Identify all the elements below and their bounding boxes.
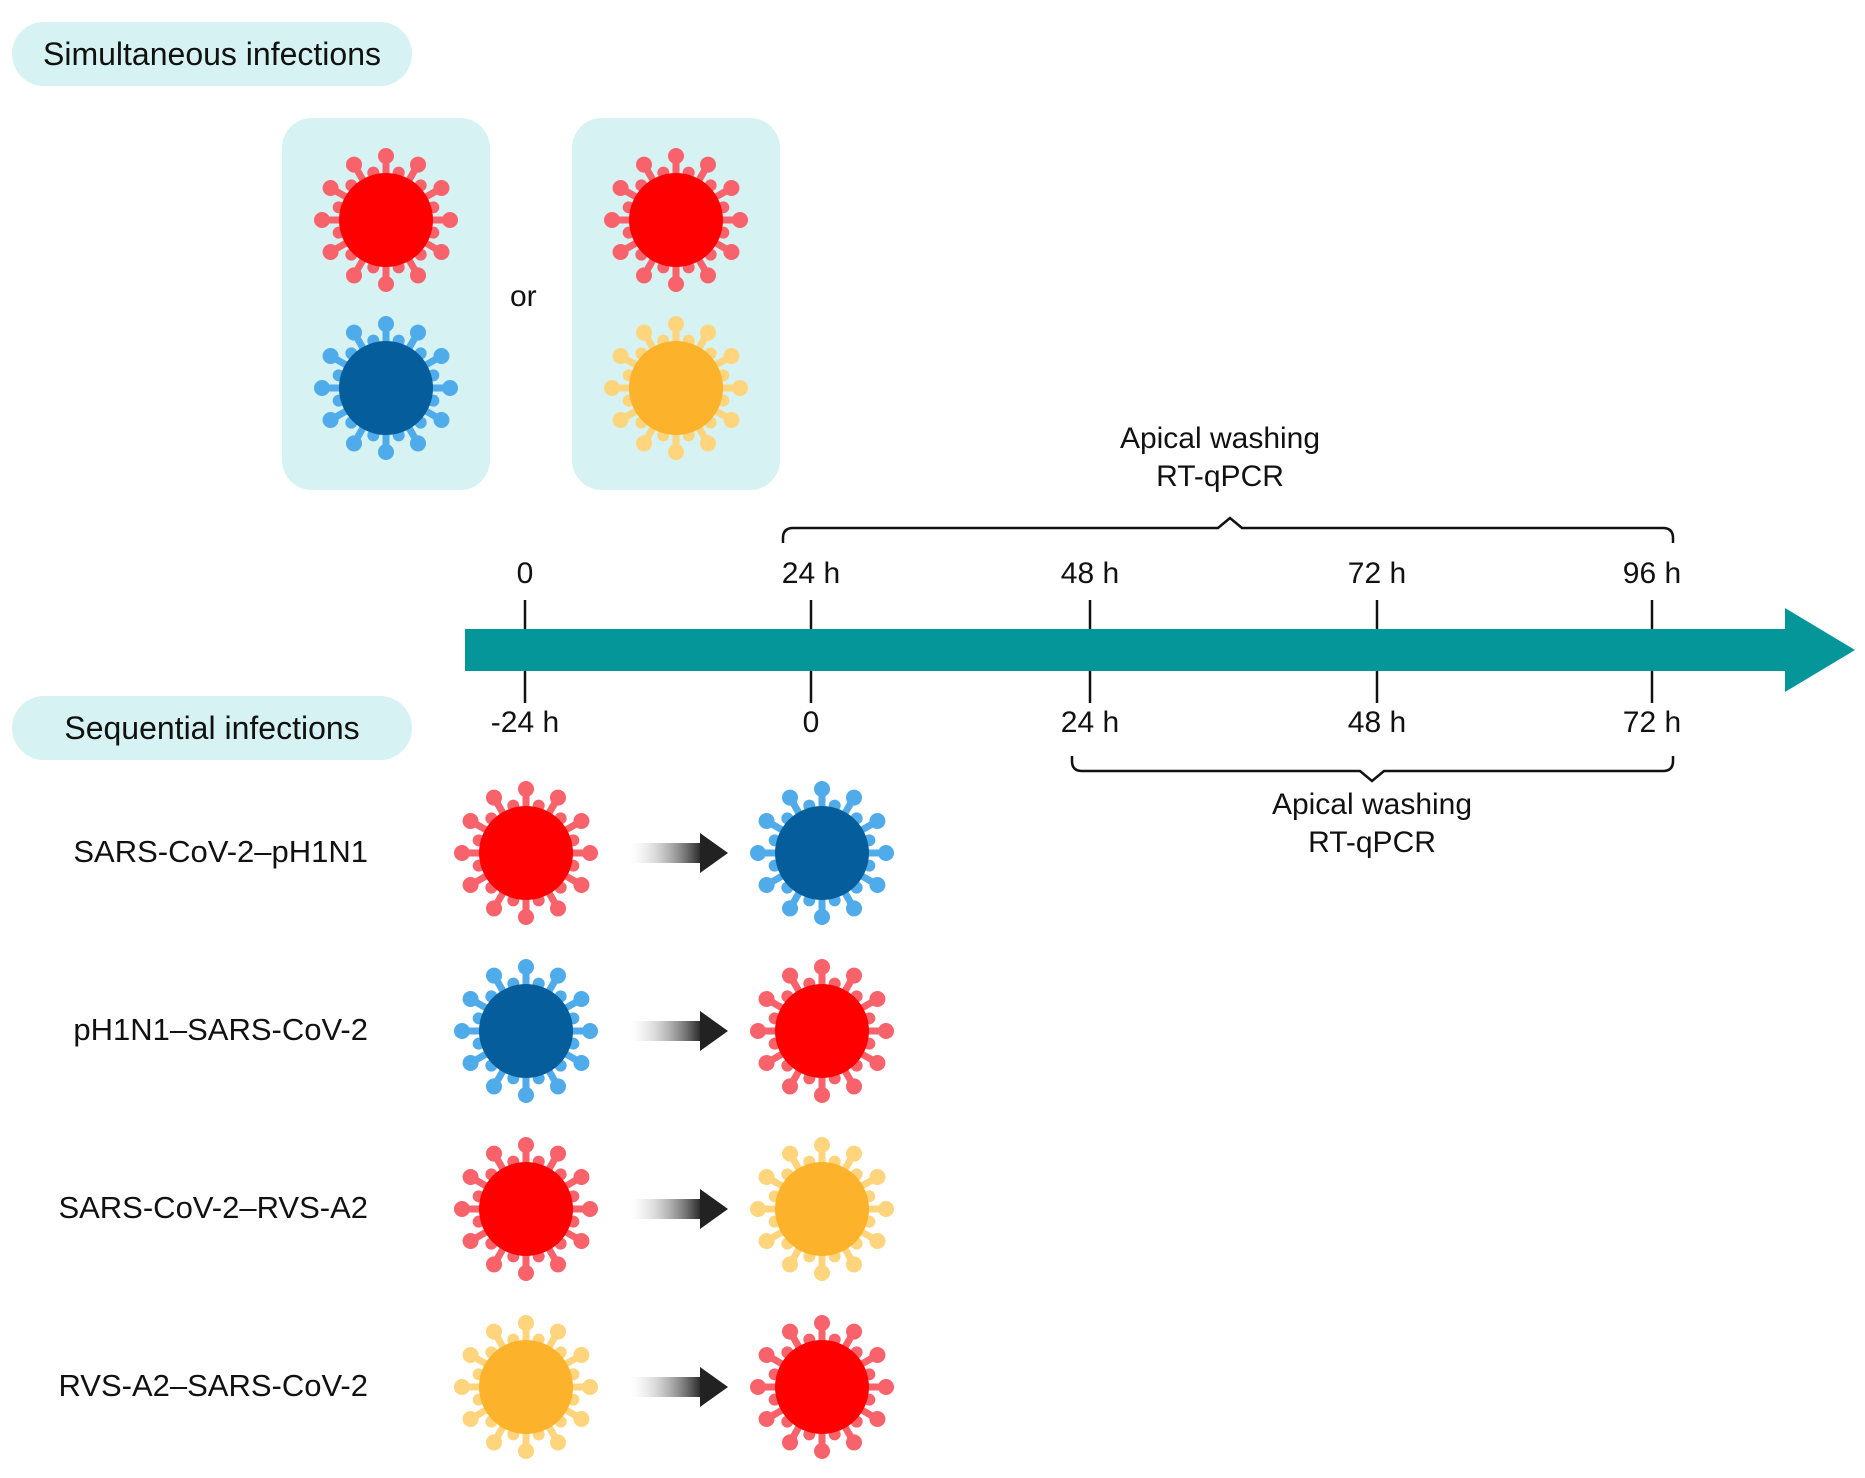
sequential-infections-title: Sequential infections bbox=[12, 696, 412, 760]
rvs-a2-virus-icon bbox=[454, 1315, 598, 1459]
rvs-a2-virus-icon bbox=[604, 316, 748, 460]
sequential-row-label: RVS-A2–SARS-CoV-2 bbox=[58, 1368, 368, 1403]
sequential-row-label: SARS-CoV-2–RVS-A2 bbox=[58, 1190, 368, 1225]
tick-label-top: 0 bbox=[516, 557, 534, 590]
ph1n1-virus-icon bbox=[750, 781, 894, 925]
rvs-a2-virus-icon bbox=[750, 1137, 894, 1281]
bottom-brace bbox=[1070, 756, 1675, 783]
tick-label-bottom: 72 h bbox=[1622, 706, 1682, 739]
tick-label-bottom: 48 h bbox=[1347, 706, 1407, 739]
timeline-ticks bbox=[523, 600, 1654, 703]
simultaneous-infections-title: Simultaneous infections bbox=[12, 22, 412, 86]
tick-label-bottom: -24 h bbox=[490, 706, 560, 739]
sars-cov-2-virus-icon bbox=[750, 959, 894, 1103]
sars-cov-2-virus-icon bbox=[454, 781, 598, 925]
top-brace-label-line-1: Apical washing bbox=[1119, 422, 1321, 455]
sars-cov-2-virus-icon bbox=[314, 148, 458, 292]
sars-cov-2-virus-icon bbox=[604, 148, 748, 292]
bottom-brace-label-line-1: Apical washing bbox=[1271, 788, 1473, 821]
tick-label-top: 48 h bbox=[1060, 557, 1120, 590]
arrow-right-icon bbox=[630, 833, 728, 873]
tick-label-top: 72 h bbox=[1347, 557, 1407, 590]
tick-label-top: 96 h bbox=[1622, 557, 1682, 590]
sequential-row-label: SARS-CoV-2–pH1N1 bbox=[73, 834, 368, 869]
arrow-right-icon bbox=[630, 1189, 728, 1229]
tick-label-bottom: 24 h bbox=[1060, 706, 1120, 739]
arrow-right-icon bbox=[630, 1367, 728, 1407]
or-label: or bbox=[510, 280, 537, 313]
tick-label-bottom: 0 bbox=[802, 706, 820, 739]
sequential-row-label: pH1N1–SARS-CoV-2 bbox=[73, 1012, 368, 1047]
top-brace-label-line-2: RT-qPCR bbox=[1156, 460, 1284, 493]
sars-cov-2-virus-icon bbox=[454, 1137, 598, 1281]
ph1n1-virus-icon bbox=[314, 316, 458, 460]
tick-label-top: 24 h bbox=[781, 557, 841, 590]
arrow-right-icon bbox=[630, 1011, 728, 1051]
timeline-axis bbox=[465, 608, 1855, 692]
sars-cov-2-virus-icon bbox=[750, 1315, 894, 1459]
ph1n1-virus-icon bbox=[454, 959, 598, 1103]
bottom-brace-label-line-2: RT-qPCR bbox=[1308, 826, 1436, 859]
top-brace bbox=[781, 516, 1675, 543]
